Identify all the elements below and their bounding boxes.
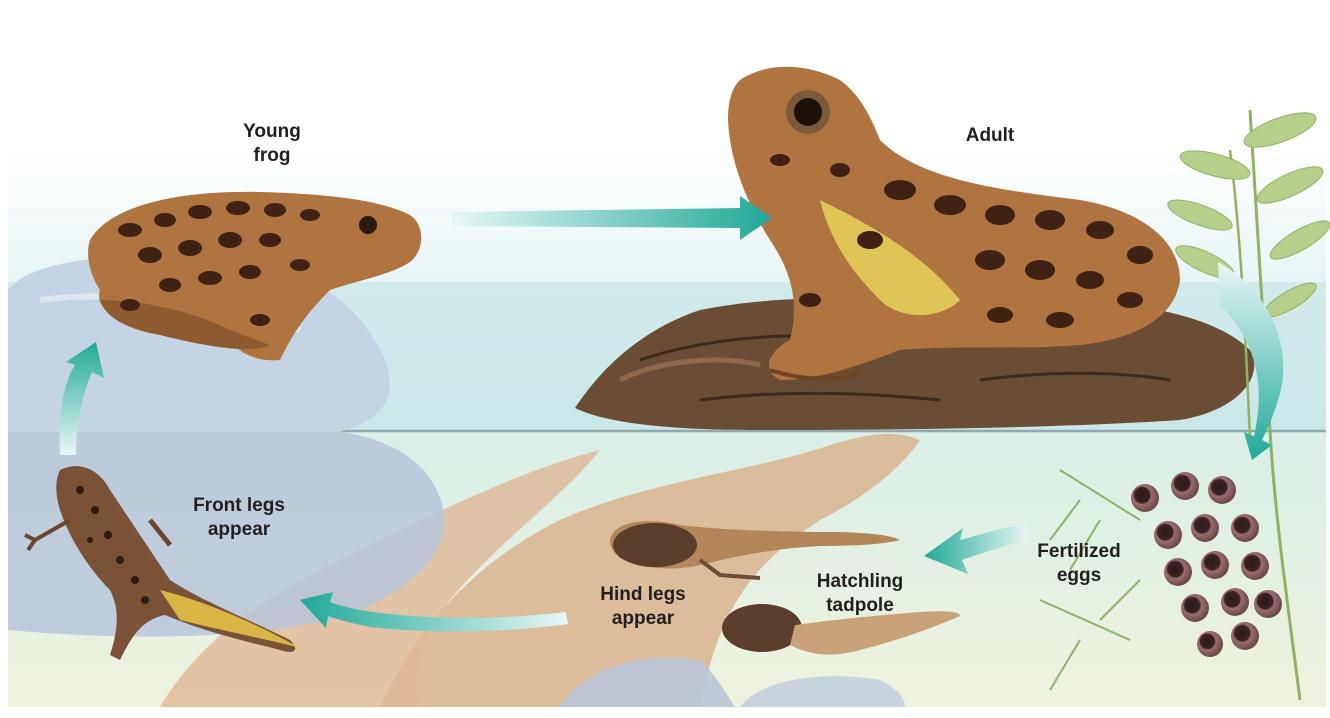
- adult-frog-figure: [728, 67, 1180, 380]
- label-fertilized-eggs: Fertilized eggs: [1024, 540, 1134, 588]
- label-front-legs: Front legs appear: [174, 494, 304, 542]
- label-adult: Adult: [940, 124, 1040, 148]
- label-young-frog: Young frog: [222, 120, 322, 168]
- label-hatchling-tadpole: Hatchling tadpole: [800, 570, 920, 618]
- label-hind-legs: Hind legs appear: [578, 583, 708, 631]
